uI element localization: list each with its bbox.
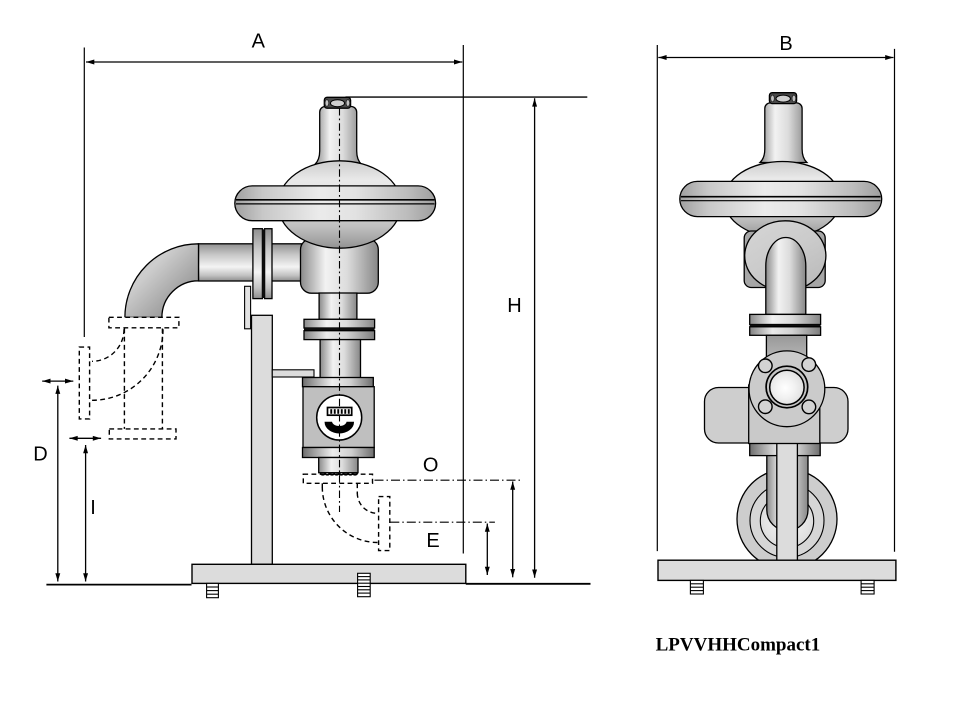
svg-text:I: I <box>90 497 96 519</box>
svg-text:E: E <box>426 530 439 552</box>
svg-text:D: D <box>33 444 47 466</box>
svg-text:O: O <box>423 454 439 476</box>
svg-text:H: H <box>507 295 521 317</box>
svg-text:LPVVHHCompact1: LPVVHHCompact1 <box>656 635 821 656</box>
svg-text:A: A <box>252 31 266 53</box>
svg-text:B: B <box>779 33 792 55</box>
